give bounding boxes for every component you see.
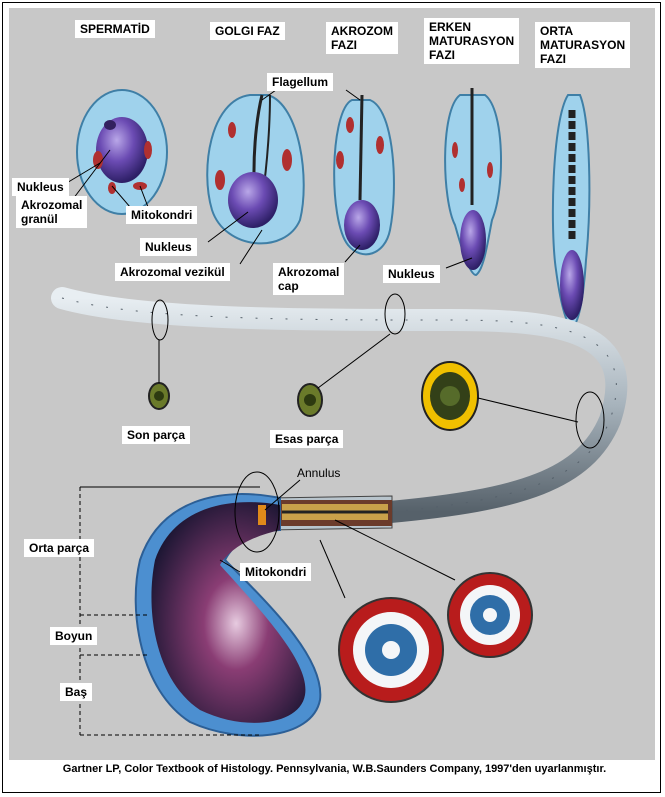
label-boyun: Boyun (50, 627, 97, 645)
phase-spermatid: SPERMATİD (75, 20, 155, 38)
erken-maturasyon-cell (445, 88, 501, 275)
cross-section-esas-parca (298, 384, 322, 416)
label-son-parca: Son parça (122, 426, 190, 444)
phase-golgi: GOLGI FAZ (210, 22, 285, 40)
label-mitokondri-1: Mitokondri (126, 206, 197, 224)
phase-erken-maturasyon: ERKEN MATURASYON FAZI (424, 18, 519, 64)
label-flagellum: Flagellum (267, 73, 333, 91)
label-akrozomal-cap: Akrozomal cap (273, 263, 344, 295)
label-nukleus-2: Nukleus (140, 238, 197, 256)
akrozom-phase-cell (334, 95, 394, 254)
spermatid-cell (77, 90, 167, 214)
phase-orta-maturasyon: ORTA MATURASYON FAZI (535, 22, 630, 68)
orta-maturasyon-cell (553, 95, 589, 328)
source-caption: Gartner LP, Color Textbook of Histology.… (12, 763, 657, 775)
label-nukleus-3: Nukleus (383, 265, 440, 283)
label-esas-parca: Esas parça (270, 430, 343, 448)
cross-section-midpiece-2 (339, 598, 443, 702)
phase-akrozom: AKROZOM FAZI (326, 22, 398, 54)
label-bas: Baş (60, 683, 92, 701)
label-mitokondri-2: Mitokondri (240, 563, 311, 581)
label-annulus: Annulus (297, 466, 340, 480)
label-nukleus-1: Nukleus (12, 178, 69, 196)
golgi-phase-cell (207, 95, 303, 243)
label-akrozomal-granul: Akrozomal granül (16, 196, 87, 228)
label-orta-parca: Orta parça (24, 539, 94, 557)
cross-section-large-tail (422, 362, 478, 430)
cross-section-son-parca (149, 383, 169, 409)
label-akrozomal-vezikul: Akrozomal vezikül (115, 263, 230, 281)
cross-section-midpiece-1 (448, 573, 532, 657)
